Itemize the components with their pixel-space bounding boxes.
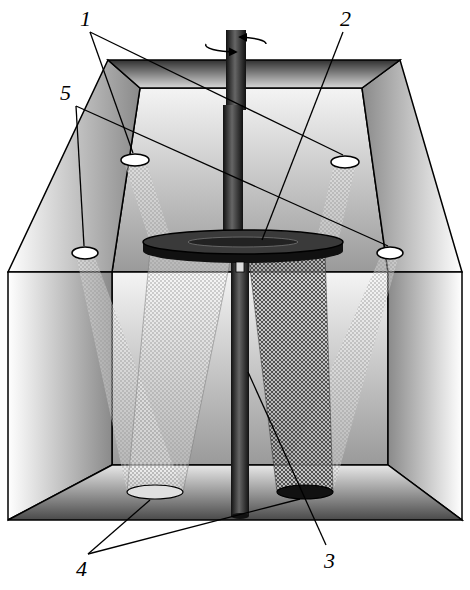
- support-shaft: [231, 262, 249, 516]
- shaft-tip: [236, 262, 244, 272]
- drive-shaft: [223, 105, 243, 240]
- light-beam: [124, 162, 172, 242]
- callout-number: 3: [324, 550, 335, 572]
- lamp: [121, 154, 149, 166]
- left-slope-wall: [8, 60, 140, 272]
- rotating-disk: [143, 230, 343, 254]
- leader-line: [248, 372, 326, 545]
- drive-shaft: [226, 30, 246, 110]
- rotation-arrow: [240, 37, 266, 44]
- leader-line: [88, 499, 300, 554]
- right-slope-wall: [362, 60, 462, 272]
- lamp: [377, 247, 403, 259]
- leader-line: [76, 106, 84, 246]
- callout-number: 1: [80, 8, 91, 30]
- lamp: [72, 247, 98, 259]
- callout-number: 5: [60, 82, 71, 104]
- leader-line: [90, 32, 343, 155]
- leader-line: [262, 32, 343, 240]
- callout-number: 4: [76, 558, 87, 580]
- top-face: [108, 60, 400, 88]
- lamp: [331, 156, 359, 168]
- light-cone: [127, 252, 232, 492]
- disk-hub: [188, 237, 298, 247]
- callout-number: 2: [340, 8, 351, 30]
- rotation-arrow: [206, 44, 236, 52]
- light-beam: [316, 164, 356, 242]
- dark-cone: [248, 252, 333, 492]
- sample-spot: [127, 485, 183, 499]
- leader-line: [76, 106, 388, 246]
- back-wall-upper: [112, 88, 388, 272]
